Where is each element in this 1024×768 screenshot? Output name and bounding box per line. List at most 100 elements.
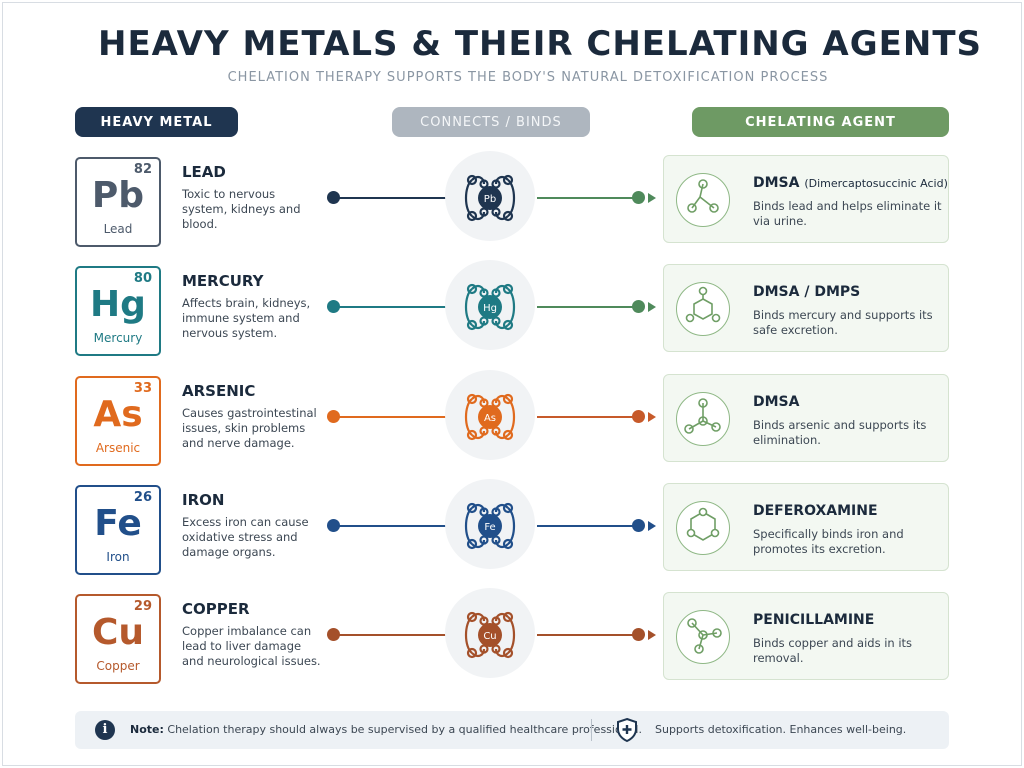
metal-name: LEAD	[182, 163, 226, 181]
metal-description: Excess iron can cause oxidative stress a…	[182, 515, 309, 559]
agent-name-text: DEFEROXAMINE	[753, 503, 878, 519]
agent-name: DMSA (Dimercaptosuccinic Acid)	[753, 175, 948, 191]
metal-row: 26 Fe Iron IRON Excess iron can cause ox…	[0, 479, 1024, 577]
metal-description: Affects brain, kidneys, immune system an…	[182, 296, 311, 340]
connector-right	[537, 197, 637, 199]
agent-name: DMSA	[753, 394, 799, 410]
chelate-ring-icon: Hg	[464, 283, 516, 331]
metal-description: Copper imbalance can lead to liver damag…	[182, 624, 321, 668]
connector-right	[537, 525, 637, 527]
footer-note: i Note: Chelation therapy should always …	[75, 711, 949, 749]
agent-name: PENICILLAMINE	[753, 612, 874, 628]
agent-name-text: PENICILLAMINE	[753, 612, 875, 628]
chelate-ring-icon: Pb	[464, 174, 516, 222]
molecule-icon-circle	[676, 282, 730, 336]
connector-left	[338, 416, 446, 418]
center-symbol: Fe	[484, 522, 495, 533]
agent-description: Binds mercury and supports its safe excr…	[753, 308, 933, 337]
molecule-icon	[687, 618, 722, 654]
connector-right	[537, 306, 637, 308]
note-label: Note:	[130, 723, 164, 736]
line-end-dot	[632, 300, 645, 313]
molecule-icon-circle	[676, 173, 730, 227]
line-start-dot	[327, 628, 340, 641]
element-name: Mercury	[93, 331, 143, 345]
header-heavy-metal: HEAVY METAL	[75, 107, 238, 137]
agent-name-text: DMSA / DMPS	[753, 284, 861, 300]
arrow-icon	[648, 193, 656, 203]
metal-name: IRON	[182, 491, 225, 509]
note-divider	[591, 719, 592, 741]
center-symbol: Cu	[483, 631, 496, 642]
agent-card: DMSA / DMPS Binds mercury and supports i…	[663, 264, 949, 352]
support-text: Supports detoxification. Enhances well-b…	[655, 723, 907, 736]
line-start-dot	[327, 410, 340, 423]
line-start-dot	[327, 191, 340, 204]
line-start-dot	[327, 519, 340, 532]
agent-description: Binds copper and aids in its removal.	[753, 636, 913, 665]
connector-right	[537, 416, 637, 418]
element-symbol: Pb	[91, 175, 145, 216]
metal-description: Toxic to nervous system, kidneys and blo…	[182, 187, 301, 231]
metal-row: 33 As Arsenic ARSENIC Causes gastrointes…	[0, 370, 1024, 468]
note-text-wrap: Note: Chelation therapy should always be…	[130, 723, 642, 736]
arrow-icon	[648, 412, 656, 422]
agent-name-text: DMSA	[753, 394, 800, 410]
arrow-icon	[648, 630, 656, 640]
metal-row: 29 Cu Copper COPPER Copper imbalance can…	[0, 588, 1024, 686]
element-tile: 33 As Arsenic	[75, 376, 161, 466]
connector-right	[537, 634, 637, 636]
connector-left	[338, 525, 446, 527]
line-end-dot	[632, 628, 645, 641]
note-text: Chelation therapy should always be super…	[167, 723, 642, 736]
agent-card: DMSA (Dimercaptosuccinic Acid) Binds lea…	[663, 155, 949, 243]
molecule-icon	[686, 507, 720, 541]
agent-name-text: DMSA	[753, 175, 800, 191]
molecule-icon	[687, 179, 719, 213]
atomic-number: 33	[133, 381, 152, 396]
element-symbol: Hg	[90, 284, 146, 325]
agent-card: PENICILLAMINE Binds copper and aids in i…	[663, 592, 949, 680]
element-name: Copper	[96, 659, 140, 673]
metal-name: ARSENIC	[182, 382, 256, 400]
metal-row: 80 Hg Mercury MERCURY Affects brain, kid…	[0, 260, 1024, 358]
shield-plus-icon	[617, 717, 637, 743]
line-end-dot	[632, 519, 645, 532]
header-connects-binds: CONNECTS / BINDS	[392, 107, 590, 137]
agent-name: DEFEROXAMINE	[753, 503, 878, 519]
chelate-ring-icon: Cu	[464, 611, 516, 659]
element-symbol: Fe	[94, 503, 142, 544]
center-symbol: As	[484, 413, 496, 424]
element-name: Arsenic	[95, 441, 141, 455]
molecule-icon-circle	[676, 610, 730, 664]
header-chelating-agent: CHELATING AGENT	[692, 107, 949, 137]
element-symbol: As	[93, 394, 143, 435]
metal-description: Causes gastrointestinal issues, skin pro…	[182, 406, 317, 450]
element-tile: 82 Pb Lead	[75, 157, 161, 247]
agent-subtitle: (Dimercaptosuccinic Acid)	[804, 177, 948, 190]
arrow-icon	[648, 521, 656, 531]
agent-card: DMSA Binds arsenic and supports its elim…	[663, 374, 949, 462]
element-tile: 80 Hg Mercury	[75, 266, 161, 356]
element-tile: 26 Fe Iron	[75, 485, 161, 575]
line-end-dot	[632, 191, 645, 204]
element-name: Lead	[103, 222, 133, 236]
agent-description: Binds lead and helps eliminate it via ur…	[753, 199, 942, 228]
atomic-number: 26	[133, 490, 152, 505]
line-end-dot	[632, 410, 645, 423]
connector-left	[338, 197, 446, 199]
metal-row: 82 Pb Lead LEAD Toxic to nervous system,…	[0, 151, 1024, 249]
atomic-number: 29	[133, 599, 152, 614]
agent-card: DEFEROXAMINE Specifically binds iron and…	[663, 483, 949, 571]
agent-name: DMSA / DMPS	[753, 284, 860, 300]
molecule-icon-circle	[676, 501, 730, 555]
atomic-number: 80	[133, 271, 152, 286]
page-subtitle: CHELATION THERAPY SUPPORTS THE BODY'S NA…	[227, 70, 829, 85]
molecule-icon-circle	[676, 392, 730, 446]
agent-description: Binds arsenic and supports its eliminati…	[753, 418, 927, 447]
molecule-icon	[684, 398, 721, 434]
agent-description: Specifically binds iron and promotes its…	[753, 527, 904, 556]
center-symbol: Hg	[483, 303, 497, 314]
metal-name: COPPER	[182, 600, 250, 618]
